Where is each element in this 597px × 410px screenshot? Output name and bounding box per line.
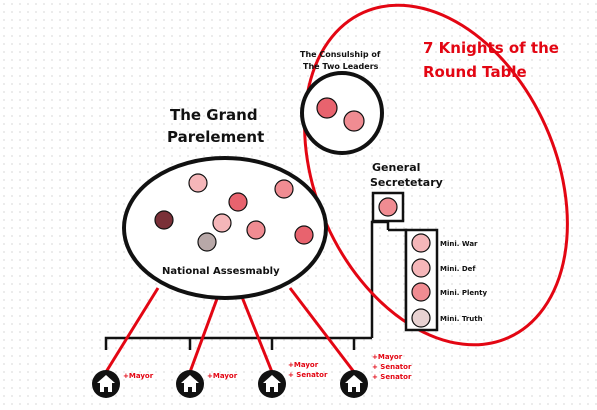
consulship-label-1: The Consulship of bbox=[300, 50, 381, 59]
assembly-label: National Assesmably bbox=[162, 266, 280, 277]
house-2-role-1: +Mayor bbox=[207, 372, 238, 380]
consul-node bbox=[343, 110, 365, 132]
member-node bbox=[212, 213, 232, 233]
ministry-label-def: Mini. Def bbox=[440, 265, 476, 273]
consulship-label-2: The Two Leaders bbox=[303, 62, 379, 71]
secretary-label-1: General bbox=[372, 161, 420, 174]
member-node bbox=[197, 232, 217, 252]
ministry-label-plenty: Mini. Plenty bbox=[440, 289, 487, 297]
round-table-title: 7 Knights of the bbox=[423, 39, 559, 57]
house-2 bbox=[176, 370, 204, 398]
member-node bbox=[154, 210, 174, 230]
member-node bbox=[228, 192, 248, 212]
round-table-title-line2: Round Table bbox=[423, 63, 527, 81]
house-4-role-3: + Senator bbox=[372, 373, 412, 381]
ministry-node-truth bbox=[411, 308, 431, 328]
consul-node bbox=[316, 97, 338, 119]
ministry-label-war: Mini. War bbox=[440, 240, 478, 248]
member-node bbox=[246, 220, 266, 240]
member-node bbox=[188, 173, 208, 193]
secretary-label-2: Secretetary bbox=[370, 176, 443, 189]
ministry-label-truth: Mini. Truth bbox=[440, 315, 483, 323]
house-4-role-1: +Mayor bbox=[372, 353, 403, 361]
house-3-role-1: +Mayor bbox=[288, 361, 319, 369]
ministry-node-def bbox=[411, 258, 431, 278]
house-1-role-1: +Mayor bbox=[123, 372, 154, 380]
house-4-role-2: + Senator bbox=[372, 363, 412, 371]
secretary-node bbox=[378, 197, 398, 217]
house-4 bbox=[340, 370, 368, 398]
ministry-node-war bbox=[411, 233, 431, 253]
ministry-node-plenty bbox=[411, 282, 431, 302]
red-connectors bbox=[104, 287, 356, 373]
house-3 bbox=[258, 370, 286, 398]
member-node bbox=[274, 179, 294, 199]
house-1 bbox=[92, 370, 120, 398]
house-3-role-2: + Senator bbox=[288, 371, 328, 379]
consulship-circle bbox=[300, 71, 384, 155]
parliament-title-2: Parelement bbox=[167, 128, 264, 146]
parliament-title-1: The Grand bbox=[170, 106, 258, 124]
member-node bbox=[294, 225, 314, 245]
